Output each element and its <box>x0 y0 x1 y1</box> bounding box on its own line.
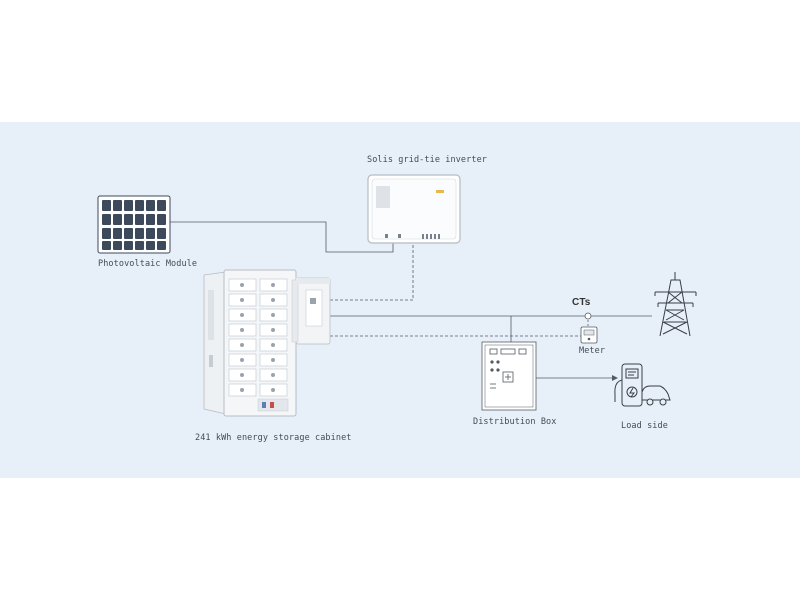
inverter-icon <box>367 174 461 244</box>
distribution-box-label: Distribution Box <box>473 417 557 427</box>
storage-cabinet-label: 241 kWh energy storage cabinet <box>195 433 352 443</box>
load-side-label: Load side <box>621 421 668 431</box>
battery-cabinet-icon <box>203 269 331 417</box>
ct-sensor-icon <box>584 312 592 320</box>
transmission-tower-icon <box>654 272 697 337</box>
meter-icon <box>580 326 598 344</box>
pv-to-inverter-line <box>170 221 394 253</box>
solar-panel-icon <box>97 195 171 254</box>
ev-charger-icon <box>614 363 671 407</box>
meter-label: Meter <box>579 346 606 356</box>
inverter-to-grid-line <box>330 240 414 301</box>
distribution-box-icon <box>481 341 537 411</box>
cts-label: CTs <box>572 297 591 308</box>
pv-module-label: Photovoltaic Module <box>98 259 198 269</box>
load-arrow-icon <box>612 375 618 381</box>
connection-lines <box>170 221 652 379</box>
inverter-label: Solis grid-tie inverter <box>367 155 488 165</box>
